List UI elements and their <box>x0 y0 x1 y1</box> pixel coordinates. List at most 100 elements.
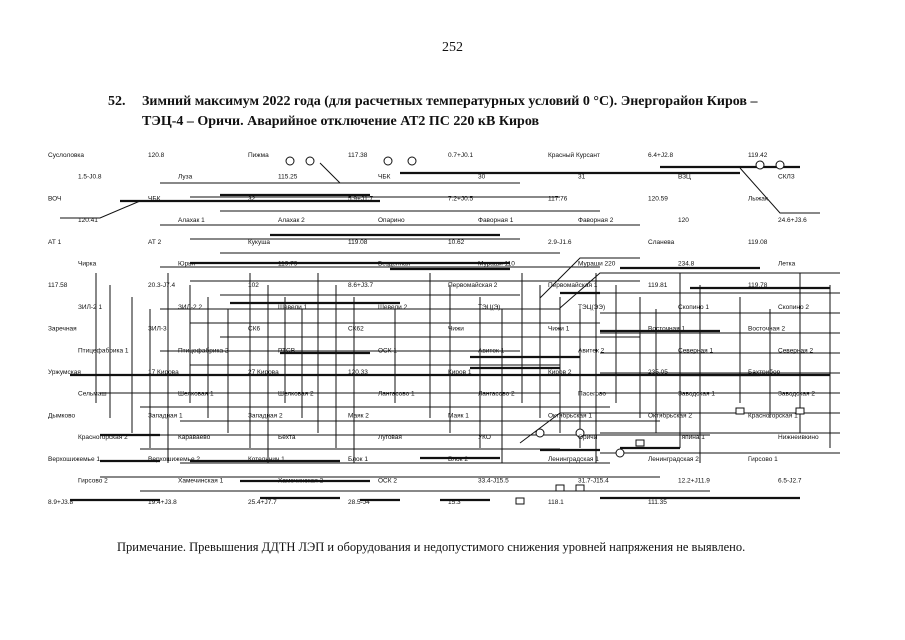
diagram-label: Авитек 2 <box>578 347 605 354</box>
diagram-label: 120.41 <box>78 217 98 224</box>
line-segment <box>539 257 640 299</box>
diagram-label: 111.35 <box>648 499 667 506</box>
diagram-label: ЗИЛ-3 <box>148 326 167 333</box>
diagram-label: Летка <box>778 261 796 268</box>
diagram-label: 120.8 <box>148 152 165 159</box>
diagram-label: Блок 1 <box>348 456 368 463</box>
diagram-label: ТЭЦ(Э) <box>478 304 500 311</box>
diagram-label: ОСК 1 <box>378 347 397 354</box>
diagram-label: Дымково <box>48 412 75 419</box>
diagram-label: Ленинградская 1 <box>548 456 599 463</box>
diagram-label: Гирсово 2 <box>78 478 108 485</box>
switch-symbol <box>575 484 585 492</box>
diagram-label: Восточная 1 <box>648 326 685 333</box>
transformer-symbol <box>775 160 785 170</box>
diagram-label: 5.9+J1.7 <box>348 195 374 202</box>
diagram-label: АТ 2 <box>148 239 162 246</box>
diagram-label: Фаворная 2 <box>578 217 614 224</box>
diagram-label: Красный Курсант <box>548 151 600 159</box>
diagram-label: Заводская 2 <box>778 391 815 398</box>
diagram-label: Восточная 2 <box>748 326 785 333</box>
transformer-symbol <box>305 156 315 166</box>
transformer-symbol <box>615 448 625 458</box>
diagram-label: 7.2+J0.5 <box>448 195 474 202</box>
diagram-label: Ленинградская 2 <box>648 456 699 463</box>
diagram-label: ВЗЦ <box>678 174 691 181</box>
heading: 52.Зимний максимум 2022 года (для расчет… <box>108 92 838 132</box>
diagram-label: СК6 <box>248 326 260 333</box>
diagram-label: 20.3-J7.4 <box>148 282 175 289</box>
diagram-label: Оричи <box>578 434 598 441</box>
diagram-label: Бехта <box>278 434 296 441</box>
transformer-symbol <box>407 156 417 166</box>
diagram-label: Гирсово 1 <box>748 456 778 463</box>
diagram-label: Маяк 1 <box>448 412 469 419</box>
footnote: Примечание. Превышения ДДТН ЛЭП и оборуд… <box>117 540 746 554</box>
diagram-label: 119.42 <box>748 152 768 159</box>
diagram-label: Чижи <box>448 326 464 333</box>
diagram-label: Маяк 2 <box>348 412 369 419</box>
heading-line2: ТЭЦ-4 – Оричи. Аварийное отключение АТ2 … <box>142 114 540 129</box>
diagram-label: Нижнеивкино <box>778 434 819 441</box>
diagram-label: 8.9+J3.8 <box>48 499 74 506</box>
diagram-label: 10.62 <box>448 239 465 246</box>
diagram-label: 25.4+J7.7 <box>248 499 277 506</box>
switch-symbol <box>635 439 645 447</box>
diagram-label: 119.08 <box>348 239 368 246</box>
line-segment <box>739 167 820 214</box>
diagram-label: Авитек 1 <box>478 347 505 354</box>
diagram-label: Красногорская 1 <box>748 412 798 419</box>
diagram-label: Западная 2 <box>248 412 283 419</box>
diagram-label: 120 <box>678 217 689 224</box>
diagram-label: УКО <box>478 434 491 441</box>
diagram-label: 30 <box>478 174 486 181</box>
diagram-label: Верхошижемье 1 <box>48 456 100 463</box>
diagram-label: Чижи 1 <box>548 326 570 333</box>
diagram-label: 117.38 <box>348 152 368 159</box>
diagram-label: Кукуша <box>248 239 270 246</box>
diagram-label: Шелковая 2 <box>278 391 314 398</box>
diagram-label: 119.81 <box>648 282 668 289</box>
diagram-label: 19.4+J3.8 <box>148 499 177 506</box>
diagram-label: Блок 2 <box>448 456 468 463</box>
diagram-label: Опарино <box>378 217 405 224</box>
diagram-label: 119.79 <box>278 261 298 268</box>
diagram-label: Сельмаш <box>78 391 107 398</box>
diagram-label: Пижма <box>248 152 269 159</box>
diagram-label: СКЛЗ <box>778 174 795 181</box>
diagram-label: 17 Кирова <box>148 369 179 376</box>
line-segment <box>60 200 141 219</box>
diagram-label: 31.7-J15.4 <box>578 478 609 485</box>
diagram-label: 117.58 <box>48 282 68 289</box>
diagram-label: Луза <box>178 174 193 181</box>
diagram-label: Первомайская 1 <box>548 281 598 289</box>
diagram-label: Заречная <box>48 326 77 333</box>
diagram-label: Шевели 2 <box>378 304 408 311</box>
diagram-label: ОСК 2 <box>378 478 397 485</box>
diagram-label: Тяпина 1 <box>678 434 705 441</box>
diagram-label: 120.33 <box>348 369 368 376</box>
diagram-label: 31 <box>578 174 586 181</box>
diagram-label: 12.2+J11.9 <box>678 478 710 485</box>
diagram-label: Скопино 1 <box>678 304 709 311</box>
switch-symbol <box>555 484 565 492</box>
diagram-label: Безденная <box>378 261 411 268</box>
switch-symbol <box>735 407 745 415</box>
diagram-label: 120.59 <box>648 195 668 202</box>
transformer-symbol <box>285 156 295 166</box>
diagram-label: Чирка <box>78 261 97 268</box>
diagram-label: РТСВ <box>278 347 295 354</box>
diagram-label: Октябрьская 2 <box>648 411 692 419</box>
diagram-label: 115.25 <box>278 174 298 181</box>
diagram-label: Караваево <box>178 434 211 441</box>
diagram-label: Котельнич 1 <box>248 456 285 463</box>
diagram-label: Киров 2 <box>548 369 572 376</box>
diagram-label: Пасегово <box>578 391 606 398</box>
diagram-label: ТЭЦ(ЭЭ) <box>578 304 605 311</box>
diagram-label: Первомайская 2 <box>448 281 498 289</box>
diagram-label: Шевели 1 <box>278 304 308 311</box>
diagram-label: 6.5-J2.7 <box>778 478 802 485</box>
diagram-label: Западная 1 <box>148 412 183 419</box>
